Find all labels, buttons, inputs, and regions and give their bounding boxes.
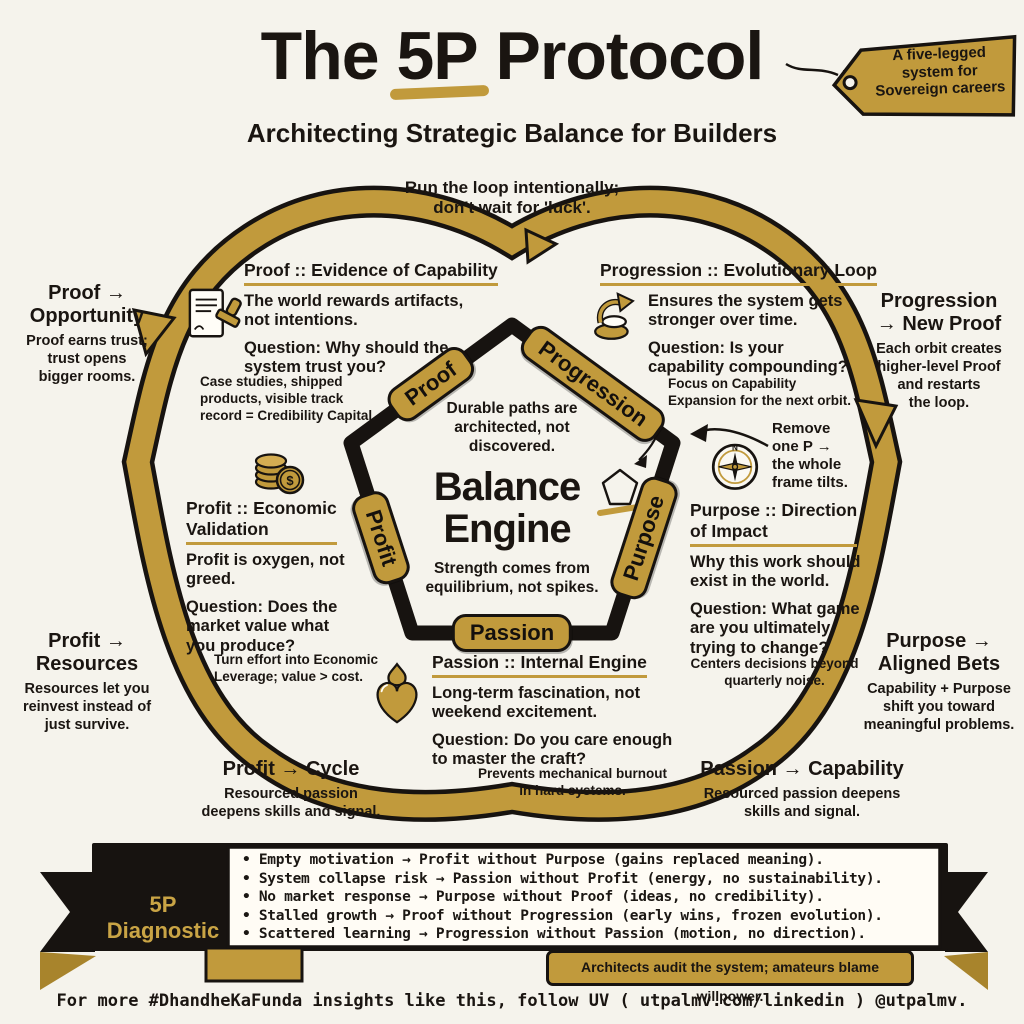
passion-question: Question: Do you care enough to master t… [432, 730, 673, 769]
section-purpose: Purpose :: Direction of Impact Why this … [690, 500, 885, 658]
section-progression: Progression :: Evolutionary Loop Ensures… [600, 260, 878, 378]
loop-arrowhead-left [131, 308, 177, 358]
purpose-question: Question: What game are you ultimately t… [690, 599, 860, 657]
profit-body: Profit is oxygen, not greed. [186, 551, 345, 589]
edge-note-body: Resourced passion deepens skills and sig… [201, 786, 381, 821]
profit-question: Question: Does the market value what you… [186, 597, 338, 655]
edge-note-title: Passion → Capability [700, 758, 904, 780]
diagnostic-quote: Architects audit the system; amateurs bl… [546, 950, 914, 1004]
edge-note-profit-resources: Profit → Resources Resources let you rei… [6, 630, 168, 734]
mini-pentagon-arrowhead [634, 455, 647, 468]
sovereign-careers-tag: A five-legged system for Sovereign caree… [824, 31, 1023, 128]
remove-p-arrowhead [690, 424, 708, 442]
engine-outro: Strength comes from equilibrium, not spi… [425, 560, 599, 596]
progression-question: Question: Is your capability compounding… [648, 338, 848, 377]
edge-note-title: Profit → Resources [35, 630, 139, 675]
title-5p-highlight: 5P [396, 18, 478, 94]
diagnostic-item: Stalled growth → Proof without Progressi… [242, 907, 934, 926]
edge-note-title: Proof → Opportunity [29, 282, 145, 327]
profit-note: Turn effort into Economic Leverage; valu… [214, 652, 378, 684]
diagnostic-item: System collapse risk → Passion without P… [242, 870, 934, 889]
tag-hole-icon [842, 75, 858, 91]
diagnostic-list: Empty motivation → Profit without Purpos… [242, 851, 934, 944]
purpose-note: Centers decisions beyond quarterly noise… [690, 656, 859, 688]
edge-note-body: Resources let you reinvest instead of ju… [22, 681, 152, 734]
tag-shape [831, 34, 1017, 117]
edge-note-title: Purpose → Aligned Bets [877, 630, 1001, 675]
diagnostic-item: Empty motivation → Profit without Purpos… [242, 851, 934, 870]
diagnostic-label: 5P Diagnostic [106, 892, 220, 943]
proof-note: Case studies, shipped products, visible … [200, 374, 376, 423]
passion-heading: Passion :: Internal Engine [432, 652, 647, 678]
stamp-document-icon [188, 288, 242, 338]
diagnostic-item: No market response → Purpose without Pro… [242, 888, 934, 907]
remove-p-annotation: Remove one P → the whole frame tilts. [772, 420, 848, 491]
proof-body: The world rewards artifacts, not intenti… [244, 292, 464, 330]
title-pre: The [260, 18, 397, 94]
engine-intro: Durable paths are architected, not disco… [446, 400, 578, 455]
purpose-heading: Purpose :: Direction of Impact [690, 500, 858, 547]
section-profit: Profit :: Economic Validation Profit is … [186, 498, 381, 656]
proof-question: Question: Why should the system trust yo… [244, 338, 449, 377]
edge-note-body: Proof earns trust; trust opens bigger ro… [26, 333, 148, 386]
loop-arrowhead-right [853, 398, 899, 450]
coins-icon: $ [254, 453, 305, 495]
passion-body: Long-term fascination, not weekend excit… [432, 684, 641, 722]
page-title: The 5P Protocol [0, 22, 1024, 90]
section-proof: Proof :: Evidence of Capability The worl… [244, 260, 504, 378]
spiral-steps-icon [594, 292, 635, 340]
edge-note-title: Progression → New Proof [876, 290, 1002, 335]
tag-connector-arrow [785, 62, 839, 77]
progression-note: Focus on Capability Expansion for the ne… [668, 376, 852, 408]
loop-instruction: Run the loop intentionally; don't wait f… [404, 178, 620, 218]
page-subtitle: Architecting Strategic Balance for Build… [246, 118, 778, 148]
section-passion: Passion :: Internal Engine Long-term fas… [432, 652, 717, 770]
node-passion: Passion [451, 614, 573, 652]
progression-heading: Progression :: Evolutionary Loop [600, 260, 878, 286]
footer-credit: For more #DhandheKaFunda insights like t… [56, 991, 968, 1011]
engine-title: Balance Engine [433, 465, 581, 551]
dollar-glyph: $ [286, 473, 294, 488]
edge-note-profit-cycle: Profit → Cycle Resourced passion deepens… [186, 758, 396, 821]
diagnostic-item: Scattered learning → Progression without… [242, 925, 934, 944]
title-post: Protocol [477, 18, 765, 94]
compass-n-glyph: N [732, 444, 738, 453]
edge-note-purpose-aligned-bets: Purpose → Aligned Bets Capability + Purp… [856, 630, 1022, 734]
purpose-body: Why this work should exist in the world. [690, 553, 861, 591]
edge-note-body: Capability + Purpose shift you toward me… [863, 681, 1015, 734]
profit-heading: Profit :: Economic Validation [186, 498, 337, 545]
edge-note-body: Resourced passion deepens skills and sig… [703, 786, 901, 821]
edge-note-passion-capability: Passion → Capability Resourced passion d… [682, 758, 922, 821]
edge-note-body: Each orbit creates higher-level Proof an… [876, 341, 1002, 412]
compass-icon: N [711, 444, 759, 490]
edge-note-proof-opportunity: Proof → Opportunity Proof earns trust; t… [6, 282, 168, 386]
loop-arrowhead-top [524, 227, 560, 265]
passion-note: Prevents mechanical burnout in hard syst… [477, 766, 668, 798]
edge-note-progression-new-proof: Progression → New Proof Each orbit creat… [858, 290, 1020, 413]
mini-pentagon-icon [601, 468, 639, 506]
flaming-heart-icon [376, 662, 418, 724]
edge-note-title: Profit → Cycle [222, 758, 360, 780]
progression-body: Ensures the system gets stronger over ti… [648, 292, 843, 330]
proof-heading: Proof :: Evidence of Capability [244, 260, 498, 286]
